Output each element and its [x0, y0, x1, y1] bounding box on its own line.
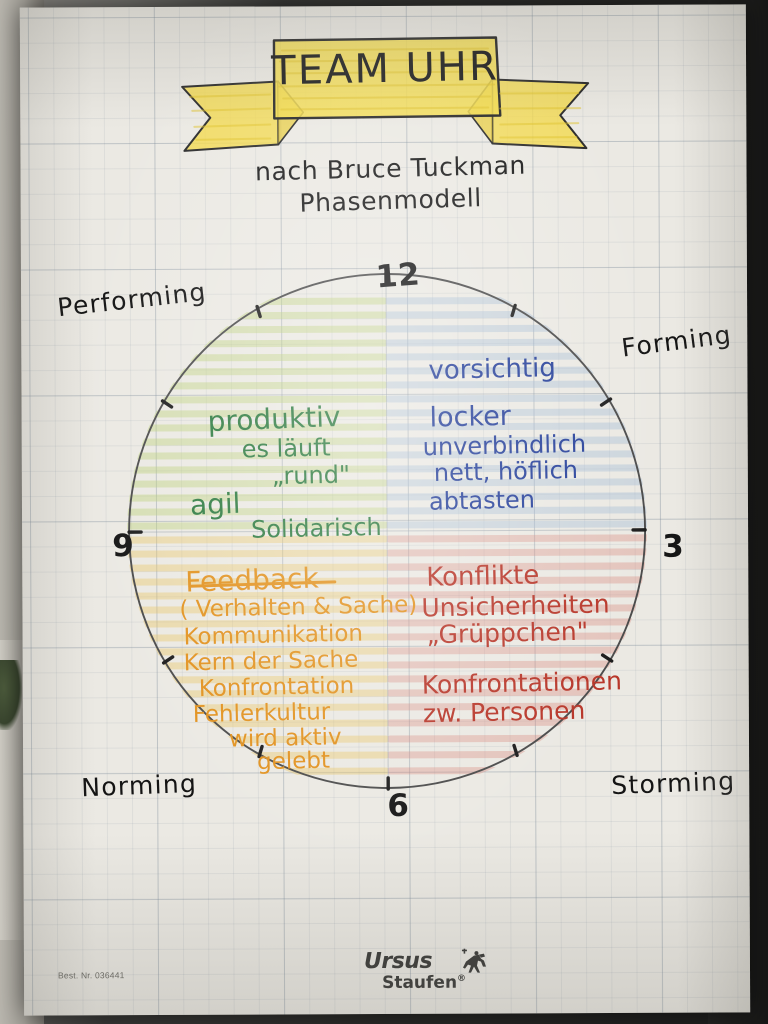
team-clock-diagram	[125, 270, 649, 792]
flipchart-paper: TEAM UHR nach Bruce Tuckman Phasenmodell	[19, 4, 751, 1016]
quadrant-fill-storming	[387, 534, 649, 775]
note-storming-5: zw. Personen	[422, 695, 586, 729]
title-banner: TEAM UHR	[170, 33, 601, 157]
note-norming-3: Kommunikation	[183, 620, 364, 651]
note-performing-1: produktiv	[207, 399, 342, 439]
ursus-staufen-logo: Ursus Staufen®	[364, 948, 486, 1000]
note-forming-1: vorsichtig	[428, 353, 557, 386]
clock-hour-6: 6	[387, 787, 410, 824]
note-performing-3: „rund"	[271, 460, 351, 491]
horse-rider-icon	[461, 948, 486, 973]
phase-label-storming: Storming	[610, 766, 736, 801]
logo-sub-text: Staufen	[382, 972, 458, 994]
note-norming-2: ( Verhalten & Sache)	[179, 591, 418, 623]
note-performing-5: Solidarisch	[250, 512, 383, 544]
clock-hour-12: 12	[374, 256, 422, 296]
note-norming-4: Kern der Sache	[183, 646, 359, 677]
clock-hour-9: 9	[112, 528, 135, 565]
note-storming-1: Konflikte	[425, 560, 540, 593]
order-number-text: Best. Nr. 036441	[58, 970, 125, 981]
note-forming-5: abtasten	[428, 485, 536, 516]
note-performing-2: es läuft	[241, 433, 331, 464]
note-forming-4: nett, höflich	[433, 455, 579, 488]
clock-horizontal-divider	[131, 529, 644, 533]
note-norming-1: Feedback	[184, 561, 320, 599]
banner-title-text: TEAM UHR	[270, 43, 500, 95]
note-norming-5: Konfrontation	[198, 672, 355, 703]
note-norming-6: Fehlerkultur	[192, 699, 331, 729]
plant-foliage	[0, 660, 22, 730]
phase-label-norming: Norming	[80, 768, 198, 803]
note-storming-4: Konfrontationen	[421, 666, 623, 700]
note-storming-3: „Grüppchen"	[426, 616, 589, 650]
note-performing-4: agil	[189, 486, 242, 522]
hour-ticks	[127, 271, 647, 791]
note-forming-2: locker	[429, 400, 512, 434]
note-norming-8: gelebt	[256, 747, 331, 776]
clock-hour-3: 3	[662, 528, 685, 565]
